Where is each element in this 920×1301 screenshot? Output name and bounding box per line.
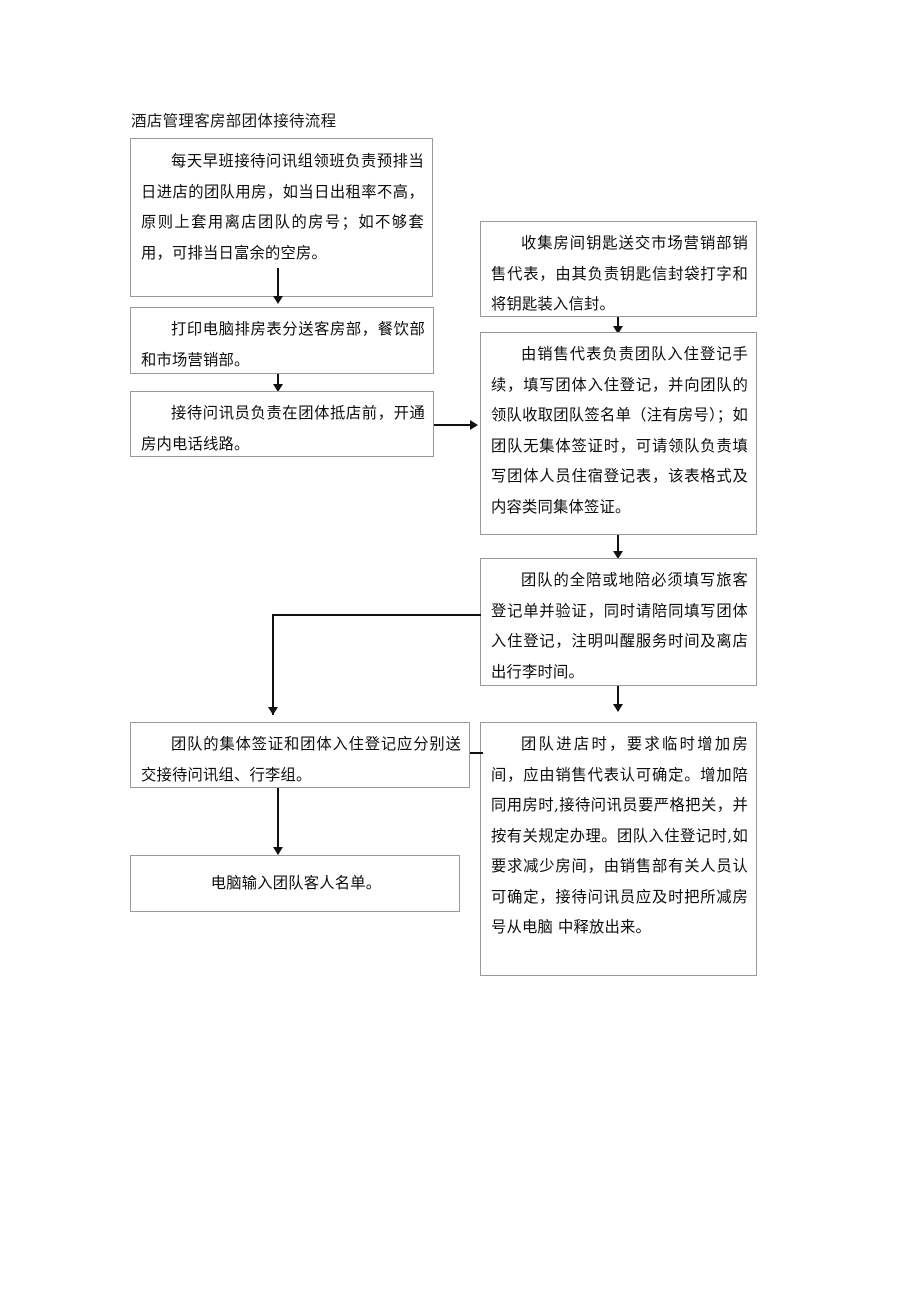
- flow-node-text: 团队的全陪或地陪必须填写旅客登记单并验证，同时请陪同填写团体入住登记，注明叫醒服…: [491, 571, 748, 681]
- connector-n6-n7-arrowhead: [613, 704, 623, 712]
- flow-node-deliver-visa-and-registration: 团队的集体签证和团体入住登记应分别送交接待问讯组、行李组。: [130, 722, 470, 788]
- page-title: 酒店管理客房部团体接待流程: [131, 112, 337, 130]
- flow-node-text: 收集房间钥匙送交市场营销部销售代表，由其负责钥匙信封袋打字和将钥匙装入信封。: [491, 234, 748, 313]
- flow-node-tour-guide-registration: 团队的全陪或地陪必须填写旅客登记单并验证，同时请陪同填写团体入住登记，注明叫醒服…: [480, 558, 757, 686]
- flow-node-text: 每天早班接待问讯组领班负责预排当日进店的团队用房，如当日出租率不高，原则上套用离…: [141, 152, 424, 262]
- connector-n7-n8-stub: [478, 752, 483, 754]
- flow-node-collect-keys-to-sales: 收集房间钥匙送交市场营销部销售代表，由其负责钥匙信封袋打字和将钥匙装入信封。: [480, 221, 757, 317]
- connector-n3-n5-line: [434, 424, 472, 426]
- flow-node-input-guest-list: 电脑输入团队客人名单。: [130, 855, 460, 912]
- connector-n2-n3-arrowhead: [273, 384, 283, 392]
- connector-n6-n7-line: [617, 686, 619, 711]
- flow-node-text: 打印电脑排房表分送客房部，餐饮部和市场营销部。: [141, 320, 425, 369]
- flow-node-daily-room-prearrangement: 每天早班接待问讯组领班负责预排当日进店的团队用房，如当日出租率不高，原则上套用离…: [130, 138, 433, 297]
- connector-n4-n5-arrowhead: [613, 326, 623, 334]
- flow-node-text: 团队的集体签证和团体入住登记应分别送交接待问讯组、行李组。: [141, 735, 461, 784]
- connector-n6-n8-horizontal: [272, 614, 481, 616]
- connector-n6-n8-arrowhead: [268, 707, 278, 715]
- connector-n6-n8-vertical: [272, 614, 274, 715]
- flow-node-text: 团队进店时，要求临时增加房间，应由销售代表认可确定。增加陪同用房时,接待问讯员要…: [491, 735, 748, 936]
- connector-n3-n5-arrowhead: [470, 420, 478, 430]
- flow-node-text: 电脑输入团队客人名单。: [210, 874, 382, 893]
- connector-n4-n5-line: [617, 317, 619, 333]
- connector-n8-n9-arrowhead: [273, 847, 283, 855]
- flow-node-sales-rep-checkin-registration: 由销售代表负责团队入住登记手续，填写团体入住登记，并向团队的领队收取团队签名单（…: [480, 332, 757, 535]
- connector-n1-n2-arrowhead: [273, 296, 283, 304]
- connector-n5-n6-arrowhead: [613, 551, 623, 559]
- flow-node-text: 由销售代表负责团队入住登记手续，填写团体入住登记，并向团队的领队收取团队签名单（…: [491, 345, 748, 516]
- connector-n8-n9-line: [277, 788, 279, 854]
- flow-node-enable-room-phone-line: 接待问讯员负责在团体抵店前，开通房内电话线路。: [130, 391, 434, 457]
- flow-node-room-add-reduce-rules: 团队进店时，要求临时增加房间，应由销售代表认可确定。增加陪同用房时,接待问讯员要…: [480, 722, 757, 976]
- connector-n2-n3-line: [277, 374, 279, 387]
- connector-n1-n2-line: [277, 268, 279, 297]
- flow-node-print-room-chart: 打印电脑排房表分送客房部，餐饮部和市场营销部。: [130, 307, 434, 374]
- connector-n5-n6-line: [617, 535, 619, 557]
- flow-node-text: 接待问讯员负责在团体抵店前，开通房内电话线路。: [141, 404, 425, 453]
